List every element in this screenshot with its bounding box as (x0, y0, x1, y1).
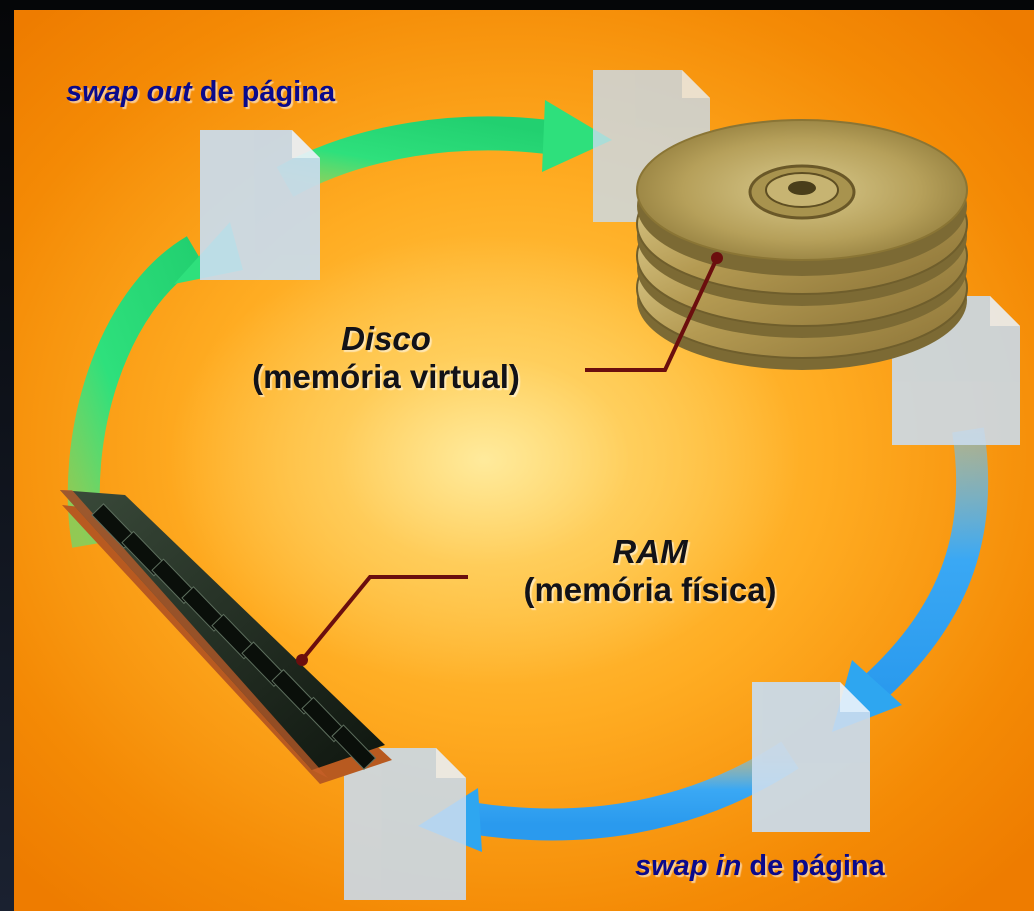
disk-caption: Disco (memória virtual) (176, 320, 596, 396)
ram-chip (331, 724, 377, 770)
disk-subtitle: (memória virtual) (252, 358, 520, 395)
disk-leader-line (585, 252, 723, 372)
ram-subtitle: (memória física) (523, 571, 777, 608)
swap-in-label: swap in de página (635, 850, 885, 883)
ram-chips (91, 503, 377, 770)
page-document-icon (200, 130, 320, 280)
ram-leader-line (296, 575, 468, 666)
hard-disk-platters-icon (636, 119, 968, 370)
swap-out-label-italic: swap out (66, 76, 192, 108)
swap-in-arrow (418, 427, 989, 852)
swap-out-label-rest: de página (191, 76, 336, 108)
page-document-icon (752, 682, 870, 832)
swap-in-label-rest: de página (741, 850, 885, 882)
ram-title: RAM (612, 533, 688, 570)
page-document-icon (344, 748, 466, 900)
swap-out-label: swap out de página (66, 76, 335, 109)
swap-in-label-italic: swap in (635, 850, 742, 882)
ram-caption: RAM (memória física) (460, 533, 840, 609)
disk-title: Disco (341, 320, 431, 357)
